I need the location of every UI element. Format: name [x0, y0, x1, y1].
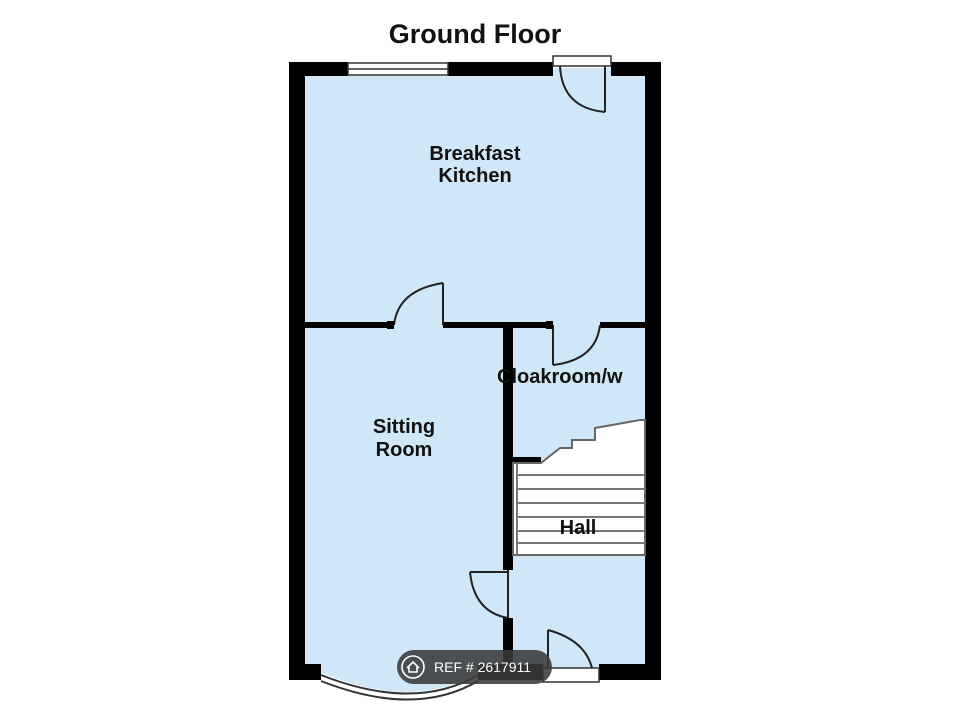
outer-walls [289, 62, 661, 680]
staircase [512, 419, 646, 556]
home-icon [401, 655, 425, 679]
room-label-kitchen-2: Kitchen [438, 165, 511, 187]
room-label-sitting-2: Room [376, 439, 433, 461]
floor-title: Ground Floor [389, 19, 562, 49]
ref-label: REF # 2617911 [434, 659, 531, 675]
internal-walls [297, 322, 653, 670]
room-label-hall: Hall [560, 517, 597, 539]
room-label-sitting-1: Sitting [373, 416, 435, 438]
sitting-room-door [387, 282, 444, 329]
room-label-cloakroom: Cloakroom/w [497, 366, 623, 388]
kitchen-back-door [552, 55, 612, 113]
ref-badge: REF # 2617911 [397, 650, 552, 684]
room-label-kitchen-1: Breakfast [429, 143, 521, 165]
cloakroom-door [546, 321, 601, 366]
hall-sitting-door [469, 570, 509, 619]
kitchen-window [347, 62, 449, 76]
